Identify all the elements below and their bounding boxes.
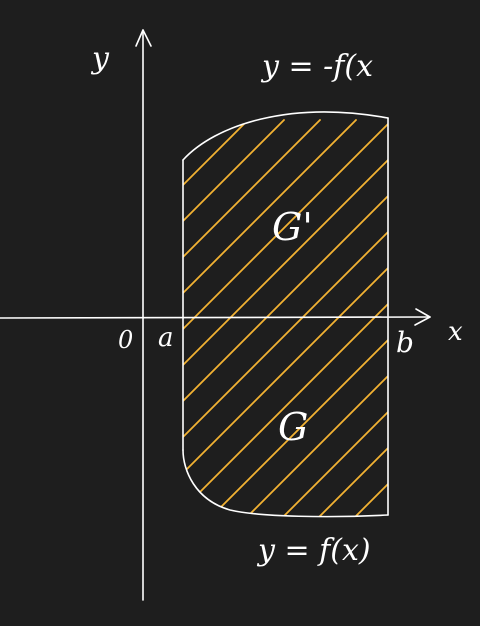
hatch-line	[183, 119, 388, 517]
hatch-line	[311, 119, 388, 517]
hatch-line	[183, 119, 285, 517]
region-hatching	[0, 119, 388, 560]
hatch-line	[275, 119, 388, 517]
lower-curve	[182, 449, 389, 518]
y-axis	[135, 29, 152, 601]
x-axis-arrowhead	[414, 308, 431, 326]
hatch-line	[183, 119, 388, 517]
x-axis-label: x	[448, 317, 463, 347]
hatch-line	[239, 119, 388, 517]
hatch-line	[203, 119, 388, 517]
region-g-label: G	[278, 405, 308, 449]
y-axis-arrowhead	[135, 29, 152, 47]
region-g-prime-label: G'	[272, 205, 313, 249]
top-curve-label: y = -f(x	[260, 49, 373, 84]
bottom-curve-label: y = f(x)	[256, 533, 371, 568]
hatch-line	[183, 119, 388, 517]
hatch-line	[183, 119, 388, 517]
upper-curve	[182, 111, 389, 161]
hatch-line	[0, 120, 176, 560]
a-label: a	[158, 323, 174, 353]
x-axis	[0, 308, 431, 326]
hatch-line	[183, 119, 357, 517]
hatch-line	[183, 119, 213, 517]
hatch-line	[183, 119, 321, 517]
origin-label: 0	[118, 326, 133, 354]
hatch-line	[183, 119, 388, 517]
hatch-line	[183, 119, 388, 517]
hatch-line	[183, 119, 388, 517]
b-label: b	[396, 326, 414, 359]
y-axis-label: y	[90, 41, 110, 76]
